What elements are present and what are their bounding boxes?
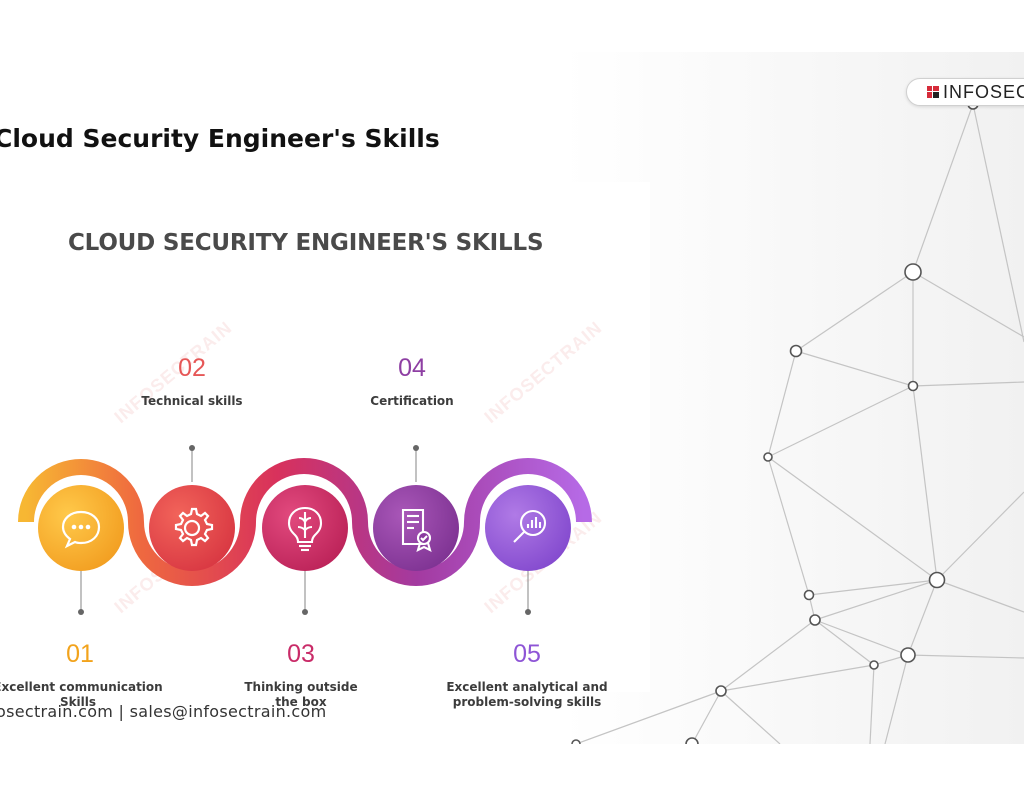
infographic-title: CLOUD SECURITY ENGINEER'S SKILLS	[68, 230, 544, 256]
logo-text: INFOSECT	[943, 82, 1024, 102]
step-number-4: 04	[398, 354, 426, 382]
gear-icon	[174, 507, 214, 547]
step-label-2: Technical skills	[141, 394, 243, 408]
slide-title: Cloud Security Engineer's Skills	[0, 124, 440, 153]
step-label-4: Certification	[370, 394, 454, 408]
slide: Cloud Security Engineer's Skills INFOSEC…	[0, 52, 1024, 744]
step-label-1: Excellent communication Skills	[0, 680, 163, 709]
step-number-1: 01	[66, 640, 94, 668]
step-label-5: Excellent analytical and problem-solving…	[446, 680, 608, 709]
step-number-3: 03	[287, 640, 315, 668]
chat-bubble-icon	[61, 510, 101, 549]
step-number-5: 05	[513, 640, 541, 668]
skills-infographic: CLOUD SECURITY ENGINEER'S SKILLS INFOSEC…	[0, 182, 650, 709]
infosectrain-logo: INFOSECT	[906, 78, 1024, 106]
logo-mark-icon	[927, 86, 939, 98]
step-circle-4	[373, 485, 459, 571]
footer-contact: osectrain.com | sales@infosectrain.com	[0, 702, 327, 721]
network-graphic	[571, 98, 1024, 744]
step-circle-2	[149, 485, 235, 571]
magnifier-chart-icon	[513, 509, 547, 543]
step-label-3: Thinking outside the box	[244, 680, 358, 709]
skills-wave-graphic	[18, 445, 592, 615]
certificate-icon	[401, 508, 432, 553]
lightbulb-brain-icon	[287, 506, 323, 552]
step-number-2: 02	[178, 354, 206, 382]
